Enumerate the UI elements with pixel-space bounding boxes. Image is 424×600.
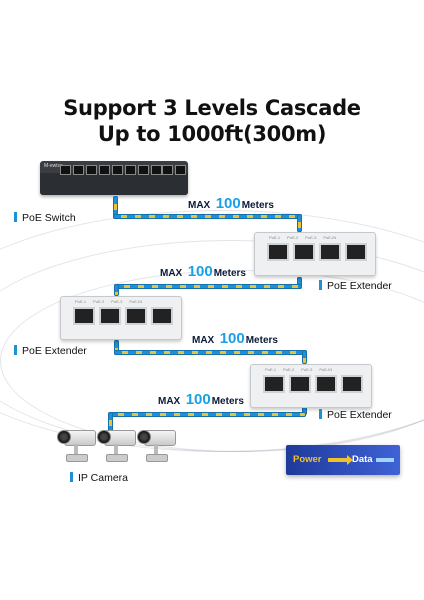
distance-label: MAX 100Meters	[160, 263, 246, 280]
label-bullet	[319, 280, 322, 290]
camera-base	[106, 454, 128, 462]
camera-lens	[137, 430, 151, 444]
ip-camera-label: IP Camera	[70, 472, 128, 484]
cable-segment	[114, 284, 119, 296]
distance-label: MAX 100Meters	[192, 330, 278, 347]
background-streak	[0, 240, 424, 452]
distance-label: MAX 100Meters	[188, 195, 274, 212]
ethernet-port	[319, 243, 341, 261]
camera-base	[66, 454, 88, 462]
camera-lens	[57, 430, 71, 444]
switch-uplink-ports	[162, 165, 186, 175]
poe-switch-label: PoE Switch	[14, 212, 76, 224]
extender-ports	[267, 243, 367, 261]
ip-camera-icon	[56, 426, 96, 466]
cable-segment	[114, 340, 119, 355]
switch-brand: M-ewise	[44, 163, 63, 169]
poe-extender-label: PoE Extender	[319, 409, 392, 421]
poe-switch: M-ewise	[40, 161, 188, 195]
power-arrow-icon	[328, 455, 353, 465]
poe-switch-label-text: PoE Switch	[22, 212, 76, 224]
uplink-port	[175, 165, 186, 175]
distance-label: MAX 100Meters	[158, 391, 244, 408]
cable-segment	[302, 405, 307, 415]
title-line-1: Support 3 Levels Cascade	[63, 96, 361, 120]
ip-camera-icon	[136, 426, 176, 466]
switch-port	[73, 165, 84, 175]
cable-segment	[113, 214, 299, 219]
switch-port	[138, 165, 149, 175]
ethernet-port	[263, 375, 285, 393]
data-bar-icon	[376, 458, 394, 462]
camera-base	[146, 454, 168, 462]
legend-data: Data	[352, 454, 373, 465]
switch-front-panel	[40, 173, 188, 195]
camera-mount	[114, 444, 118, 456]
ethernet-port	[267, 243, 289, 261]
switch-port	[86, 165, 97, 175]
ethernet-port	[125, 307, 147, 325]
ethernet-port	[73, 307, 95, 325]
camera-mount	[74, 444, 78, 456]
ethernet-port	[341, 375, 363, 393]
extender-ports	[73, 307, 173, 325]
switch-ports	[60, 165, 162, 175]
cable-segment	[297, 277, 302, 287]
label-bullet	[319, 409, 322, 419]
title-line-2: Up to 1000ft(300m)	[97, 122, 327, 146]
cable-segment	[114, 350, 304, 355]
switch-port	[125, 165, 136, 175]
ethernet-port	[151, 307, 173, 325]
cable-segment	[297, 214, 302, 232]
uplink-port	[162, 165, 173, 175]
ethernet-port	[315, 375, 337, 393]
ethernet-port	[289, 375, 311, 393]
extender-ports	[263, 375, 363, 393]
label-bullet	[70, 472, 73, 482]
ethernet-port	[293, 243, 315, 261]
legend-box: Power Data	[286, 445, 400, 475]
cable-segment	[113, 196, 118, 216]
camera-mount	[154, 444, 158, 456]
ip-camera-icon	[96, 426, 136, 466]
poe-extender-label: PoE Extender	[319, 280, 392, 292]
switch-port	[151, 165, 162, 175]
label-bullet	[14, 345, 17, 355]
ethernet-port	[345, 243, 367, 261]
label-bullet	[14, 212, 17, 222]
camera-lens	[97, 430, 111, 444]
switch-port	[112, 165, 123, 175]
cable-segment	[302, 350, 307, 364]
legend-power: Power	[293, 454, 322, 465]
cable-segment	[116, 284, 302, 289]
switch-port	[99, 165, 110, 175]
ethernet-port	[99, 307, 121, 325]
cable-segment	[108, 412, 113, 434]
switch-port	[60, 165, 71, 175]
poe-extender-label: PoE Extender	[14, 345, 87, 357]
cable-segment	[110, 412, 306, 417]
